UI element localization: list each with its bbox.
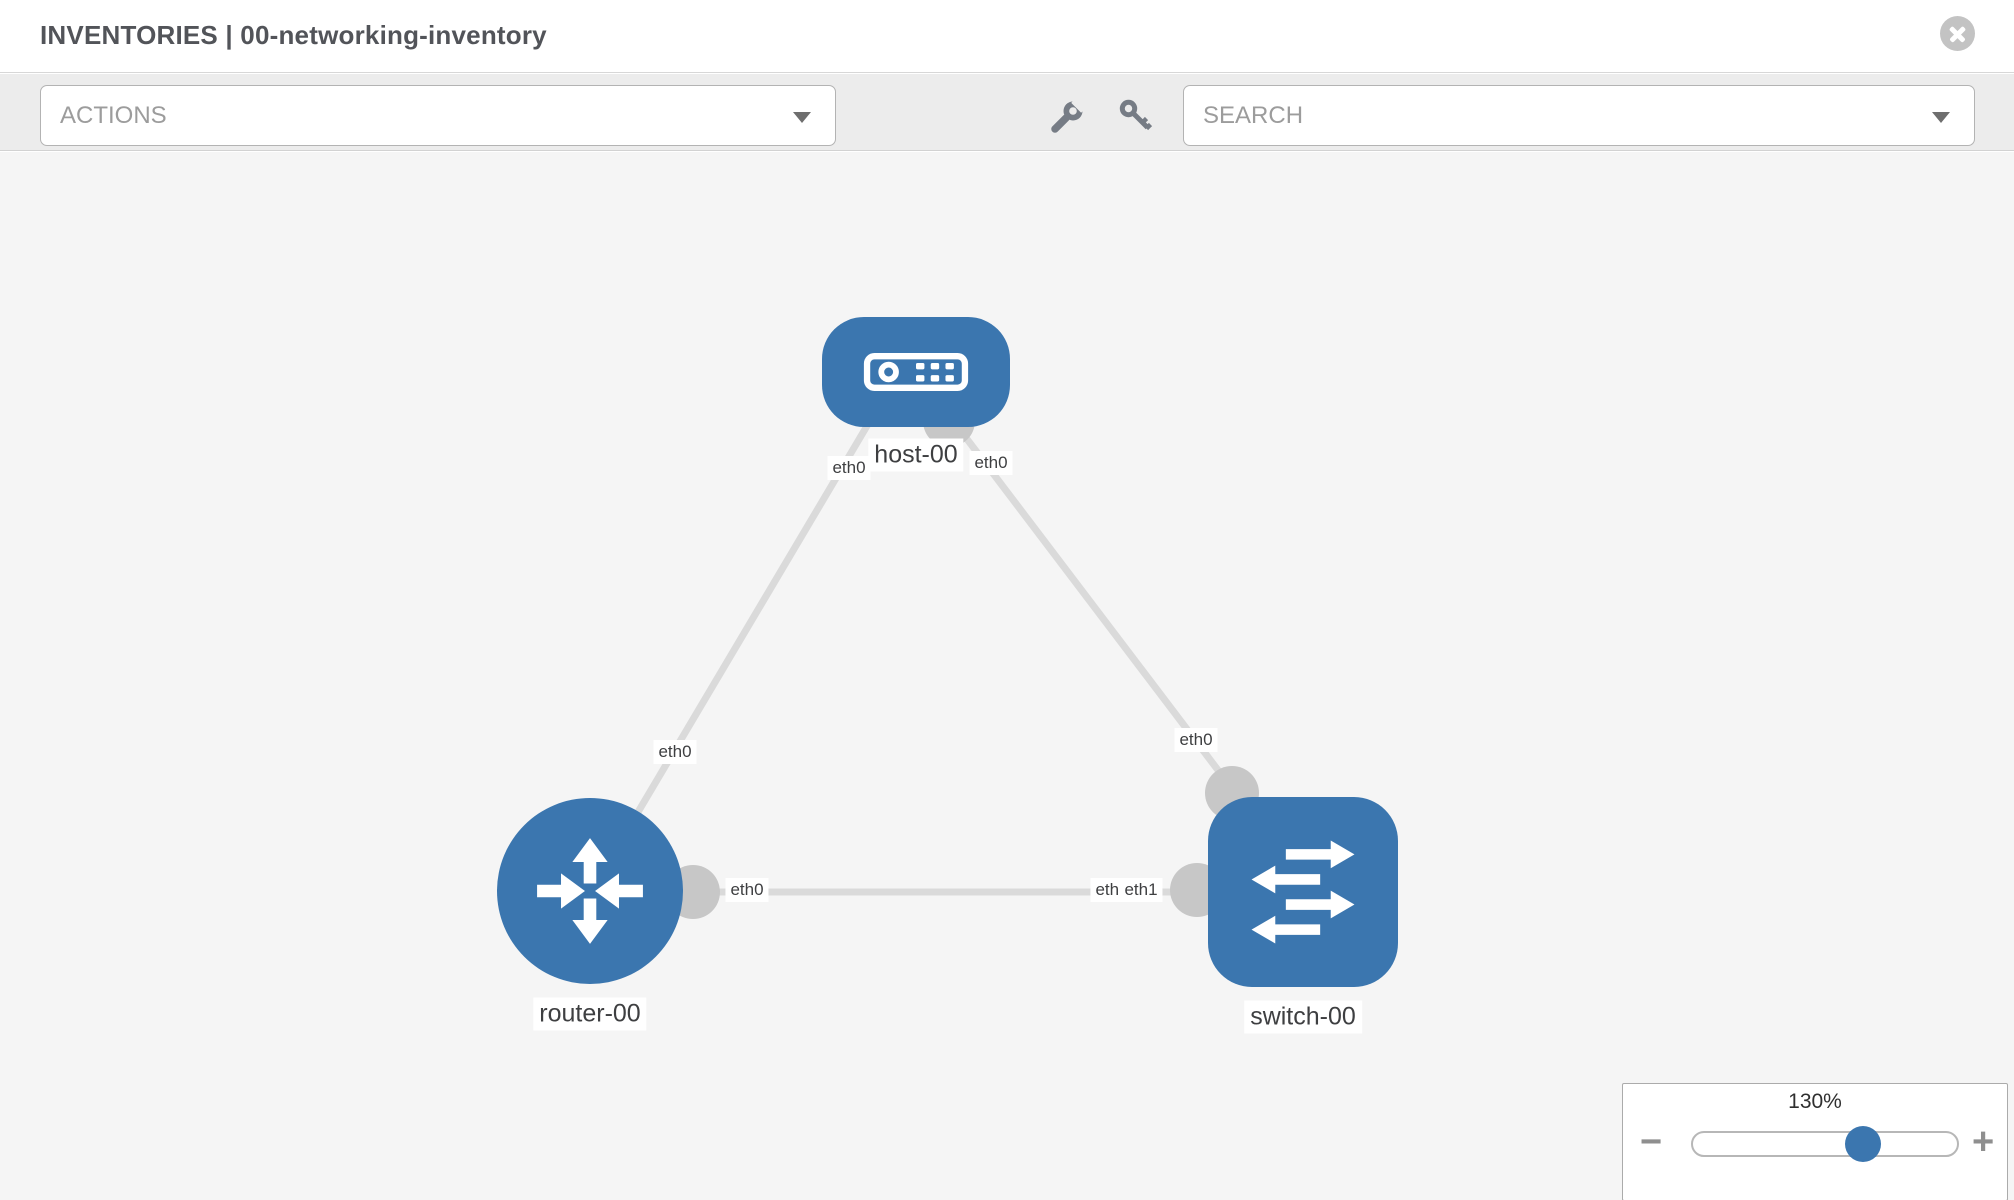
zoom-out-button[interactable]: −	[1640, 1121, 1663, 1163]
zoom-control-panel: 130% − +	[1622, 1083, 2008, 1200]
topology-canvas[interactable]: host-00 router-00 switch-00 eth0 eth0 et…	[0, 152, 2014, 1200]
search-dropdown[interactable]: SEARCH	[1183, 85, 1975, 146]
actions-dropdown[interactable]: ACTIONS	[40, 85, 836, 146]
switch-arrows-icon	[1251, 840, 1355, 944]
wrench-icon[interactable]	[1050, 98, 1086, 134]
node-label-router: router-00	[533, 997, 647, 1031]
zoom-slider-handle[interactable]	[1845, 1126, 1881, 1162]
actions-dropdown-label: ACTIONS	[60, 102, 167, 129]
topology-links-layer	[586, 395, 1303, 919]
zoom-in-button[interactable]: +	[1972, 1121, 1995, 1163]
chevron-down-icon	[793, 112, 811, 123]
page-title: INVENTORIES | 00-networking-inventory	[40, 20, 547, 50]
server-icon	[863, 353, 969, 391]
toolbar: ACTIONS SEARCH	[0, 74, 2014, 151]
close-icon[interactable]	[1940, 16, 1975, 51]
node-label-host: host-00	[868, 438, 964, 472]
key-icon[interactable]	[1117, 98, 1153, 134]
chevron-down-icon	[1932, 112, 1950, 123]
router-arrows-icon	[537, 838, 643, 944]
interface-label: eth0	[725, 878, 769, 902]
node-label-switch: switch-00	[1244, 1000, 1362, 1034]
interface-label: eth1	[1119, 878, 1163, 902]
zoom-slider-track[interactable]	[1691, 1131, 1959, 1157]
interface-label: eth0	[653, 740, 697, 764]
zoom-level: 130%	[1788, 1090, 1842, 1113]
search-dropdown-label: SEARCH	[1203, 102, 1304, 129]
interface-label: eth0	[1174, 728, 1218, 752]
interface-label: eth0	[827, 456, 871, 480]
node-switch-00[interactable]	[1208, 797, 1398, 987]
interface-label: eth0	[969, 451, 1013, 475]
node-host-00[interactable]	[822, 317, 1010, 427]
header: INVENTORIES | 00-networking-inventory	[0, 0, 2014, 73]
node-router-00[interactable]	[497, 798, 683, 984]
